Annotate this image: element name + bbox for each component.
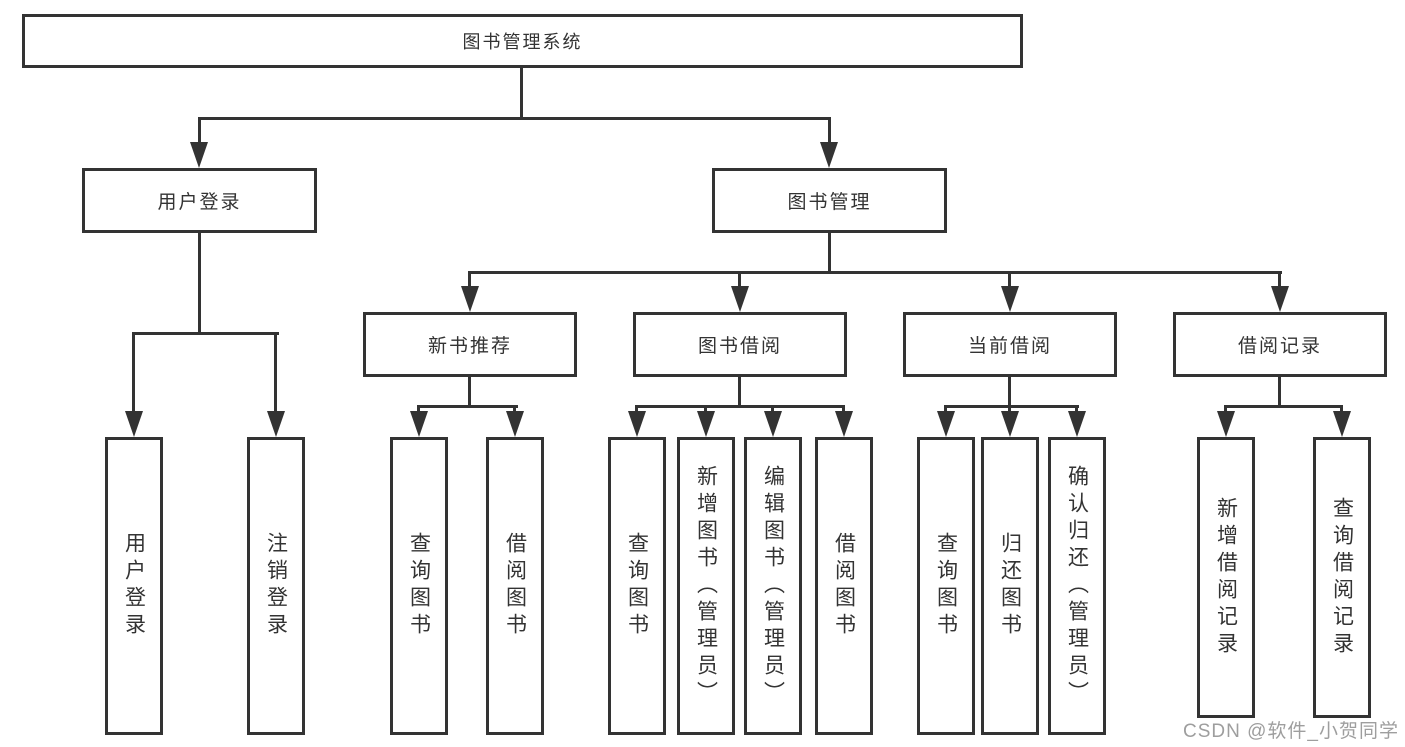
node-book-borrow: 图书借阅 [633, 312, 847, 377]
arrow-down-icon [835, 411, 853, 437]
connector-drop-leaf-user-login [132, 332, 135, 411]
arrow-down-icon [820, 142, 838, 168]
connector-root-stem [520, 68, 523, 118]
node-leaf-cb-return-book: 归还图书 [981, 437, 1039, 735]
node-leaf-bb-query-book: 查询图书 [608, 437, 666, 735]
arrow-down-icon [506, 411, 524, 437]
node-leaf-bb-edit-book-label: 编辑图书（管理员） [761, 464, 785, 708]
connector-drop [704, 405, 707, 411]
node-new-book-recommend: 新书推荐 [363, 312, 577, 377]
node-book-management-label: 图书管理 [787, 192, 872, 213]
connector-drop [1340, 405, 1343, 411]
connector-new-book-stem [468, 377, 471, 408]
node-leaf-bb-add-book: 新增图书（管理员） [677, 437, 735, 735]
node-leaf-br-add-record: 新增借阅记录 [1197, 437, 1255, 718]
node-leaf-nb-borrow-book-label: 借阅图书 [503, 532, 527, 640]
node-leaf-br-query-record-label: 查询借阅记录 [1330, 496, 1354, 659]
connector-level1-bar [198, 117, 831, 120]
connector-drop-leaf-logout [274, 332, 277, 411]
node-user-login-label: 用户登录 [157, 192, 242, 213]
node-leaf-cb-query-book: 查询图书 [917, 437, 975, 735]
connector-drop-book-borrow [738, 271, 741, 286]
node-leaf-user-login-label: 用户登录 [122, 532, 146, 640]
arrow-down-icon [697, 411, 715, 437]
connector-borrow-records-stem [1278, 377, 1281, 408]
node-leaf-bb-borrow-book-label: 借阅图书 [832, 532, 856, 640]
node-leaf-nb-query-book: 查询图书 [390, 437, 448, 735]
arrow-down-icon [628, 411, 646, 437]
connector-drop-borrow-records [1278, 271, 1281, 286]
arrow-down-icon [190, 142, 208, 168]
connector-drop-user-login [198, 117, 201, 144]
node-leaf-cb-return-book-label: 归还图书 [998, 532, 1022, 640]
node-leaf-bb-borrow-book: 借阅图书 [815, 437, 873, 735]
node-leaf-user-login: 用户登录 [105, 437, 163, 735]
node-leaf-nb-borrow-book: 借阅图书 [486, 437, 544, 735]
node-root: 图书管理系统 [22, 14, 1023, 68]
connector-drop [944, 405, 947, 411]
connector-book-borrow-stem [738, 377, 741, 408]
arrow-down-icon [1217, 411, 1235, 437]
node-book-management: 图书管理 [712, 168, 947, 233]
arrow-down-icon [937, 411, 955, 437]
arrow-down-icon [125, 411, 143, 437]
arrow-down-icon [1333, 411, 1351, 437]
connector-book-borrow-bar [635, 405, 845, 408]
arrow-down-icon [410, 411, 428, 437]
node-current-borrow-label: 当前借阅 [967, 336, 1052, 357]
connector-new-book-bar [417, 405, 518, 408]
connector-drop [1008, 405, 1011, 411]
arrow-down-icon [764, 411, 782, 437]
connector-drop [417, 405, 420, 411]
connector-user-login-stem [198, 233, 201, 334]
arrow-down-icon [731, 286, 749, 312]
connector-drop [771, 405, 774, 411]
connector-drop [842, 405, 845, 411]
connector-current-borrow-stem [1008, 377, 1011, 408]
node-new-book-recommend-label: 新书推荐 [427, 336, 512, 357]
connector-drop [1075, 405, 1078, 411]
node-leaf-br-query-record: 查询借阅记录 [1313, 437, 1371, 718]
connector-drop [1224, 405, 1227, 411]
arrow-down-icon [461, 286, 479, 312]
node-leaf-bb-add-book-label: 新增图书（管理员） [694, 464, 718, 708]
node-leaf-bb-query-book-label: 查询图书 [625, 532, 649, 640]
node-borrow-records: 借阅记录 [1173, 312, 1387, 377]
node-borrow-records-label: 借阅记录 [1237, 336, 1322, 357]
connector-user-login-bar [132, 332, 279, 335]
node-leaf-br-add-record-label: 新增借阅记录 [1214, 496, 1238, 659]
node-leaf-cb-confirm-return: 确认归还（管理员） [1048, 437, 1106, 735]
connector-drop [513, 405, 516, 411]
node-user-login: 用户登录 [82, 168, 317, 233]
connector-book-management-stem [828, 233, 831, 273]
arrow-down-icon [1001, 411, 1019, 437]
node-leaf-nb-query-book-label: 查询图书 [407, 532, 431, 640]
connector-borrow-records-bar [1224, 405, 1343, 408]
node-leaf-logout: 注销登录 [247, 437, 305, 735]
node-leaf-cb-query-book-label: 查询图书 [934, 532, 958, 640]
node-leaf-logout-label: 注销登录 [264, 532, 288, 640]
connector-drop-new-book [468, 271, 471, 286]
connector-level3-bar [468, 271, 1282, 274]
node-leaf-bb-edit-book: 编辑图书（管理员） [744, 437, 802, 735]
arrow-down-icon [1001, 286, 1019, 312]
connector-drop-book-management [828, 117, 831, 144]
connector-current-borrow-bar [944, 405, 1079, 408]
node-leaf-cb-confirm-return-label: 确认归还（管理员） [1065, 464, 1089, 708]
arrow-down-icon [1271, 286, 1289, 312]
connector-drop-current-borrow [1008, 271, 1011, 286]
node-current-borrow: 当前借阅 [903, 312, 1117, 377]
node-book-borrow-label: 图书借阅 [697, 336, 782, 357]
watermark: CSDN @软件_小贺同学 [1183, 721, 1399, 742]
arrow-down-icon [267, 411, 285, 437]
connector-drop [635, 405, 638, 411]
node-root-label: 图书管理系统 [462, 32, 583, 52]
arrow-down-icon [1068, 411, 1086, 437]
